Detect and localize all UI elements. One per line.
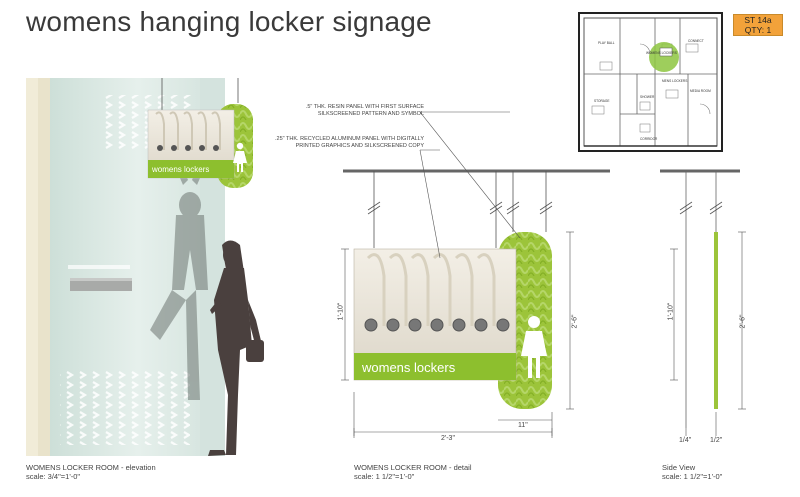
caption-detail-title: WOMENS LOCKER ROOM - detail [354, 463, 472, 472]
key-plan-drawing: WOMENS LOCKERS PLAY BALL CONNECT MENS LOCKE… [583, 17, 718, 147]
key-plan: WOMENS LOCKERS PLAY BALL CONNECT MENS LOCKE… [578, 12, 723, 152]
plan-room-label: PLAY BALL [598, 41, 615, 45]
caption-elevation: WOMENS LOCKER ROOM - elevation scale: 3/… [26, 463, 156, 481]
caption-detail: WOMENS LOCKER ROOM - detail scale: 1 1/2… [354, 463, 472, 481]
dim-side-thk-1: 1/4" [679, 437, 692, 444]
dim-detail-width: 2'-3" [441, 435, 455, 442]
door-push-bar [70, 278, 132, 291]
side-view [660, 169, 746, 436]
sheet-qty: QTY: 1 [744, 25, 772, 35]
plan-room-label: MENS LOCKERS [662, 79, 687, 83]
elevation-view: womens lockers [26, 78, 264, 456]
note-leaders [419, 111, 521, 259]
caption-elevation-scale: scale: 3/4"=1'-0" [26, 472, 81, 481]
dim-detail-height-right: 2'-6" [571, 314, 579, 329]
page-title: womens hanging locker signage [26, 6, 432, 37]
side-resin-panel [714, 232, 718, 409]
plan-room-label: CORRIDOR [640, 137, 658, 141]
sign-text: womens lockers [361, 360, 456, 375]
locker-hooks [364, 318, 510, 332]
note-aluminum-panel: .25" THK. RECYCLED ALUMINUM PANEL WITH D… [275, 136, 424, 149]
dim-side-height-left: 1'-10" [667, 302, 675, 321]
detail-view: womens lockers [341, 111, 610, 438]
note-resin-panel: .5" THK. RESIN PANEL WITH FIRST SURFACE … [305, 104, 424, 117]
plan-room-label: CONNECT [688, 39, 704, 43]
caption-side: Side View scale: 1 1/2"=1'-0" [662, 463, 722, 481]
caption-side-scale: scale: 1 1/2"=1'-0" [662, 472, 723, 481]
caption-detail-scale: scale: 1 1/2"=1'-0" [354, 472, 415, 481]
dim-side-thk-2: 1/2" [710, 437, 723, 444]
woman-pictogram-icon [521, 316, 547, 378]
plan-room-label: STORAGE [594, 99, 610, 103]
caption-elevation-title: WOMENS LOCKER ROOM - elevation [26, 463, 156, 472]
dim-detail-height-left: 1'-10" [337, 302, 345, 321]
sheet-code: ST 14a [744, 15, 772, 25]
caption-side-title: Side View [662, 463, 696, 472]
plan-room-label: MEDIA ROOM [690, 89, 711, 93]
plan-room-label: SHOWER [640, 95, 655, 99]
dim-side-height-right: 2'-6" [739, 314, 747, 329]
chevron-pattern-bottom [60, 370, 190, 445]
dim-detail-depth: 11" [518, 422, 528, 429]
plan-room-label: WOMENS LOCKERS [646, 51, 677, 55]
elevation-sign-text: womens lockers [151, 165, 209, 174]
elevation-woman-icon [233, 142, 247, 172]
woman-silhouette [208, 240, 264, 456]
sheet-badge: ST 14a QTY: 1 [733, 14, 783, 36]
